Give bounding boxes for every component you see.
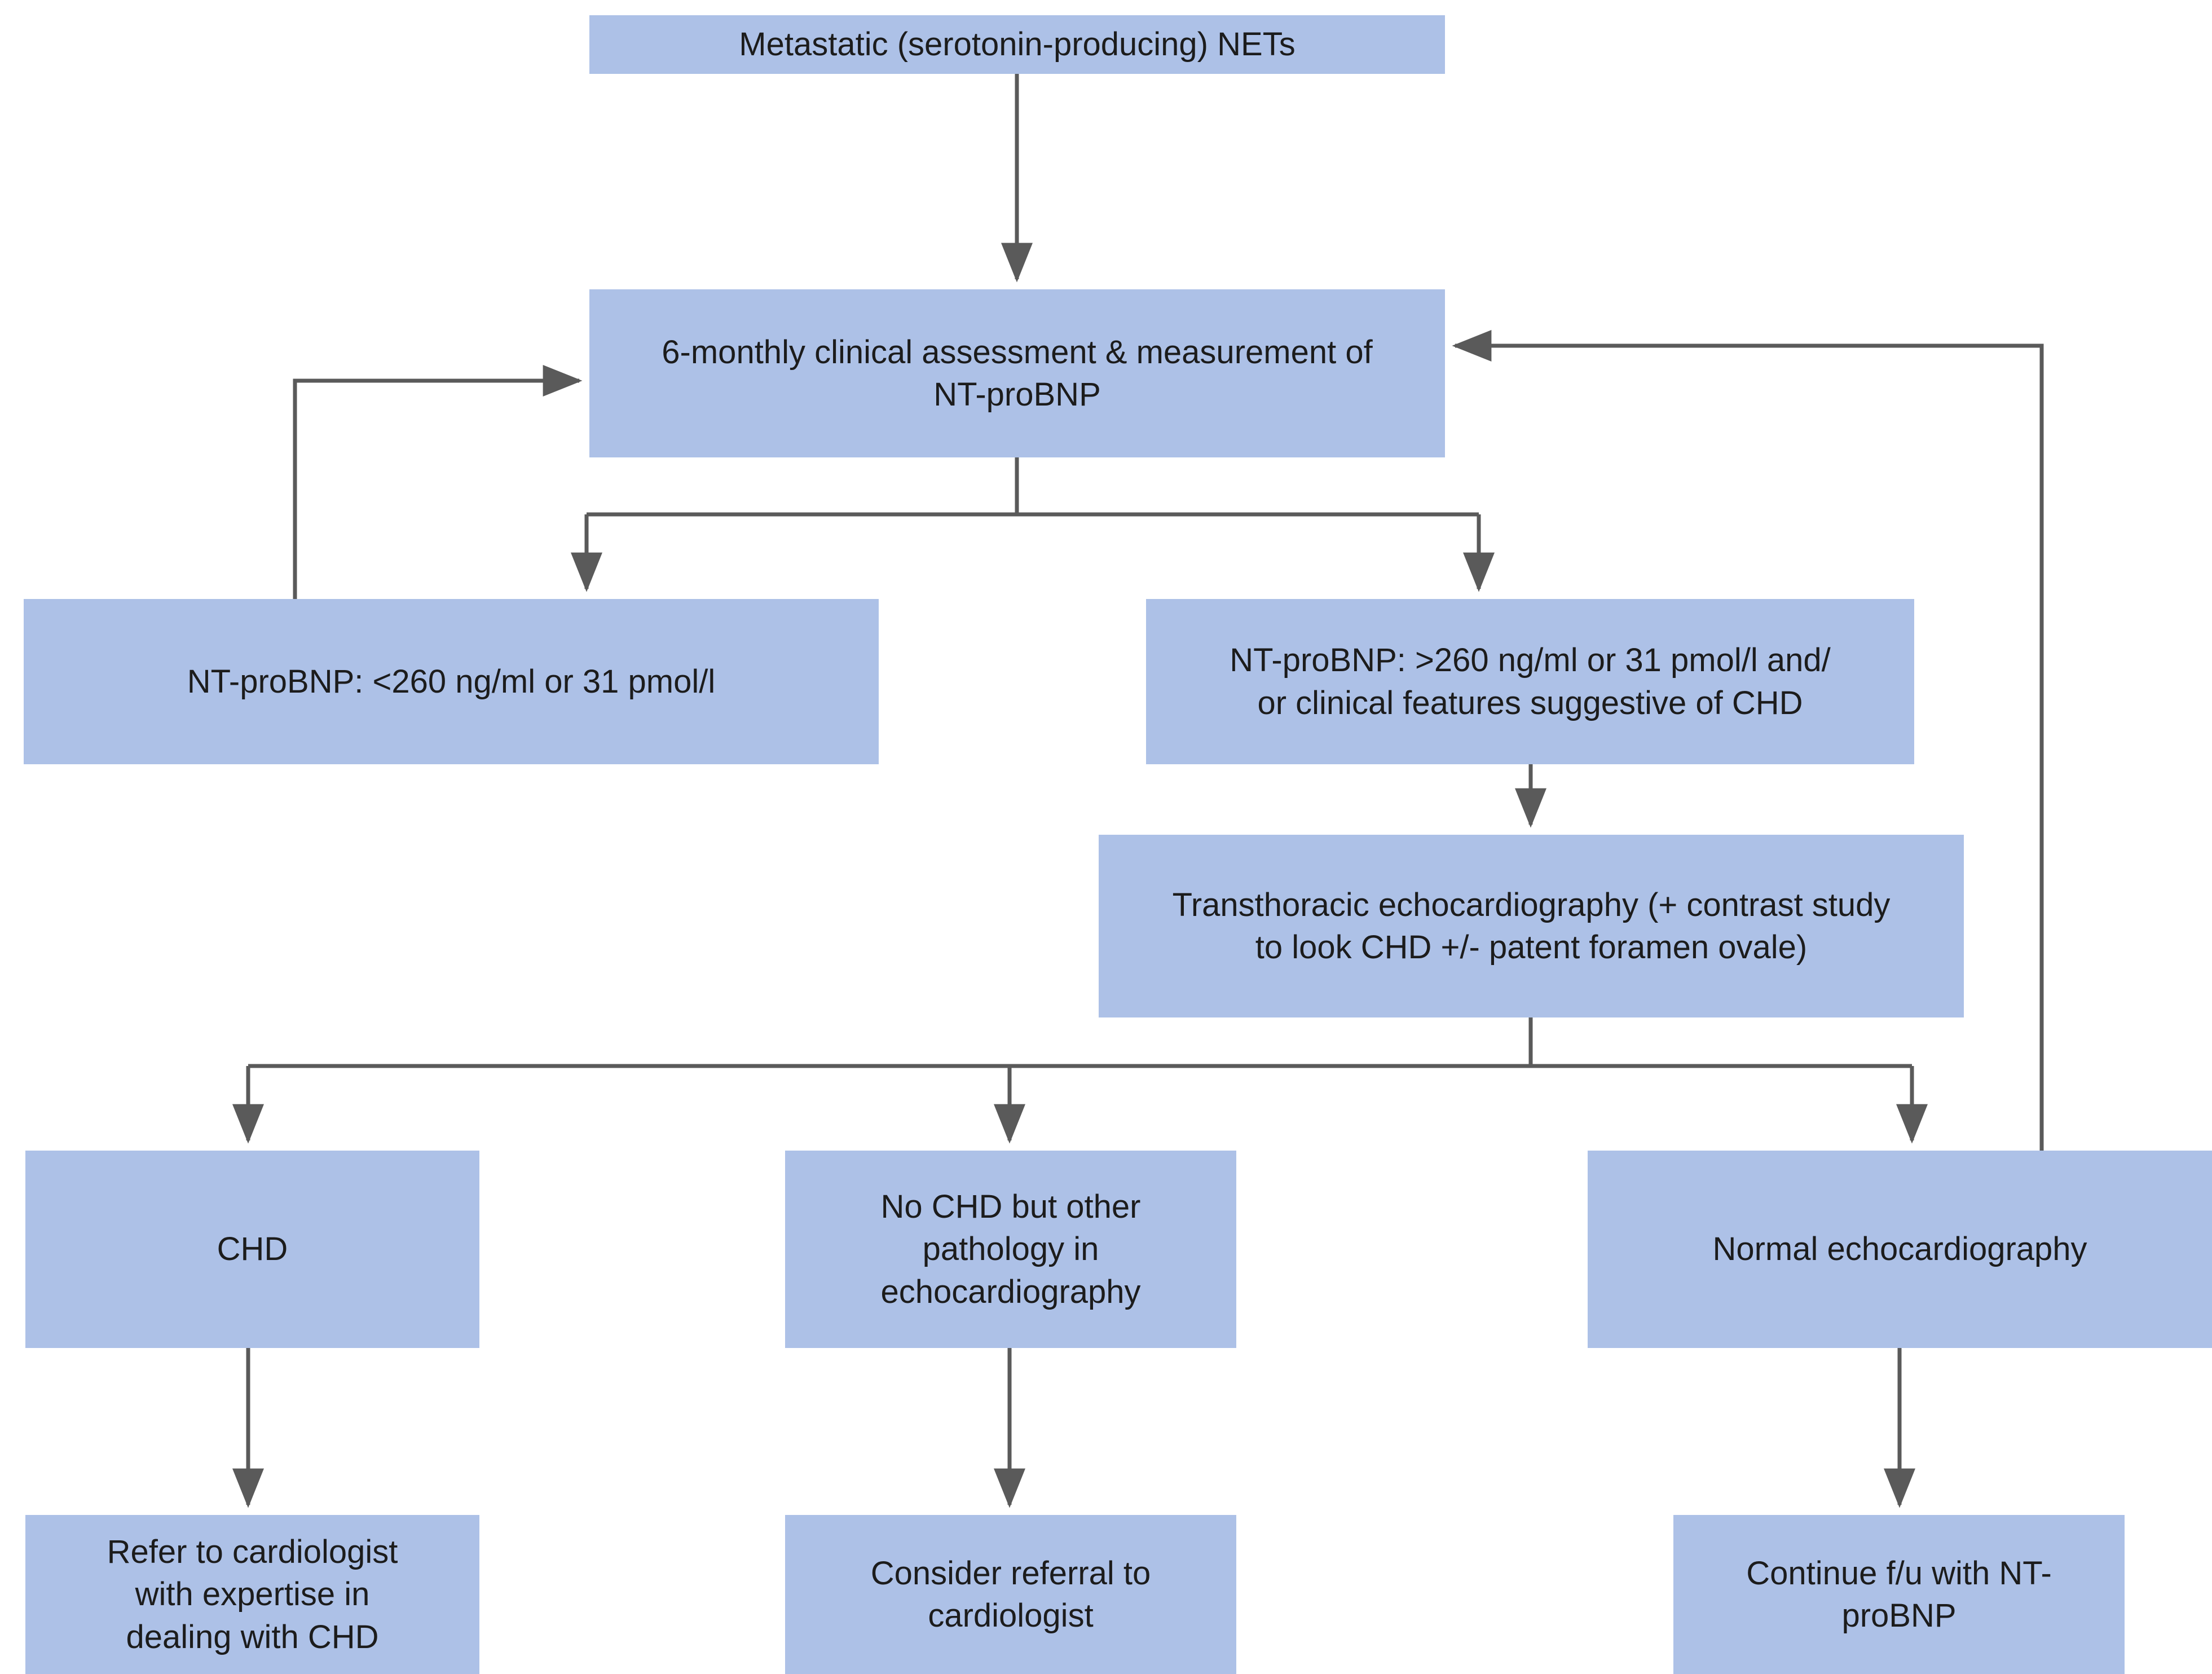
- node-label-consider-referral: Consider referral to cardiologist: [870, 1554, 1151, 1634]
- node-label-no-chd-other-pathology: No CHD but other pathology in echocardio…: [880, 1188, 1141, 1310]
- node-label-continue-fu: Continue f/u with NT- proBNP: [1746, 1554, 2052, 1634]
- node-label-chd: CHD: [217, 1231, 288, 1268]
- node-continue-fu-nt-probnp[interactable]: Continue f/u with NT- proBNP: [1673, 1515, 2125, 1674]
- node-chd[interactable]: CHD: [25, 1151, 479, 1348]
- node-nt-probnp-low[interactable]: NT-proBNP: <260 ng/ml or 31 pmol/l: [24, 599, 879, 764]
- node-label-transthoracic-echo: Transthoracic echocardiography (+ contra…: [1172, 886, 1891, 966]
- edge-echo-split: [232, 1017, 1928, 1144]
- node-refer-cardiologist-chd[interactable]: Refer to cardiologist with expertise in …: [25, 1515, 479, 1674]
- node-label-refer-cardiologist-chd: Refer to cardiologist with expertise in …: [107, 1533, 398, 1655]
- node-label-six-monthly-assessment: 6-monthly clinical assessment & measurem…: [662, 333, 1373, 413]
- node-label-nt-probnp-high: NT-proBNP: >260 ng/ml or 31 pmol/l and/ …: [1230, 642, 1831, 721]
- node-nt-probnp-high[interactable]: NT-proBNP: >260 ng/ml or 31 pmol/l and/ …: [1146, 599, 1914, 764]
- node-consider-referral-cardiologist[interactable]: Consider referral to cardiologist: [785, 1515, 1236, 1674]
- node-label-nt-probnp-low: NT-proBNP: <260 ng/ml or 31 pmol/l: [187, 663, 716, 700]
- node-six-monthly-assessment[interactable]: 6-monthly clinical assessment & measurem…: [589, 289, 1445, 457]
- node-transthoracic-echocardiography[interactable]: Transthoracic echocardiography (+ contra…: [1099, 835, 1964, 1017]
- node-label-metastatic-nets: Metastatic (serotonin-producing) NETs: [739, 26, 1296, 63]
- node-no-chd-other-pathology[interactable]: No CHD but other pathology in echocardio…: [785, 1151, 1236, 1348]
- node-metastatic-nets[interactable]: Metastatic (serotonin-producing) NETs: [589, 15, 1445, 74]
- edge-low-to-assessment-loop: [293, 365, 583, 599]
- node-label-normal-echo: Normal echocardiography: [1712, 1231, 2087, 1268]
- edge-assessment-split: [571, 457, 1495, 592]
- node-normal-echocardiography[interactable]: Normal echocardiography: [1588, 1151, 2212, 1348]
